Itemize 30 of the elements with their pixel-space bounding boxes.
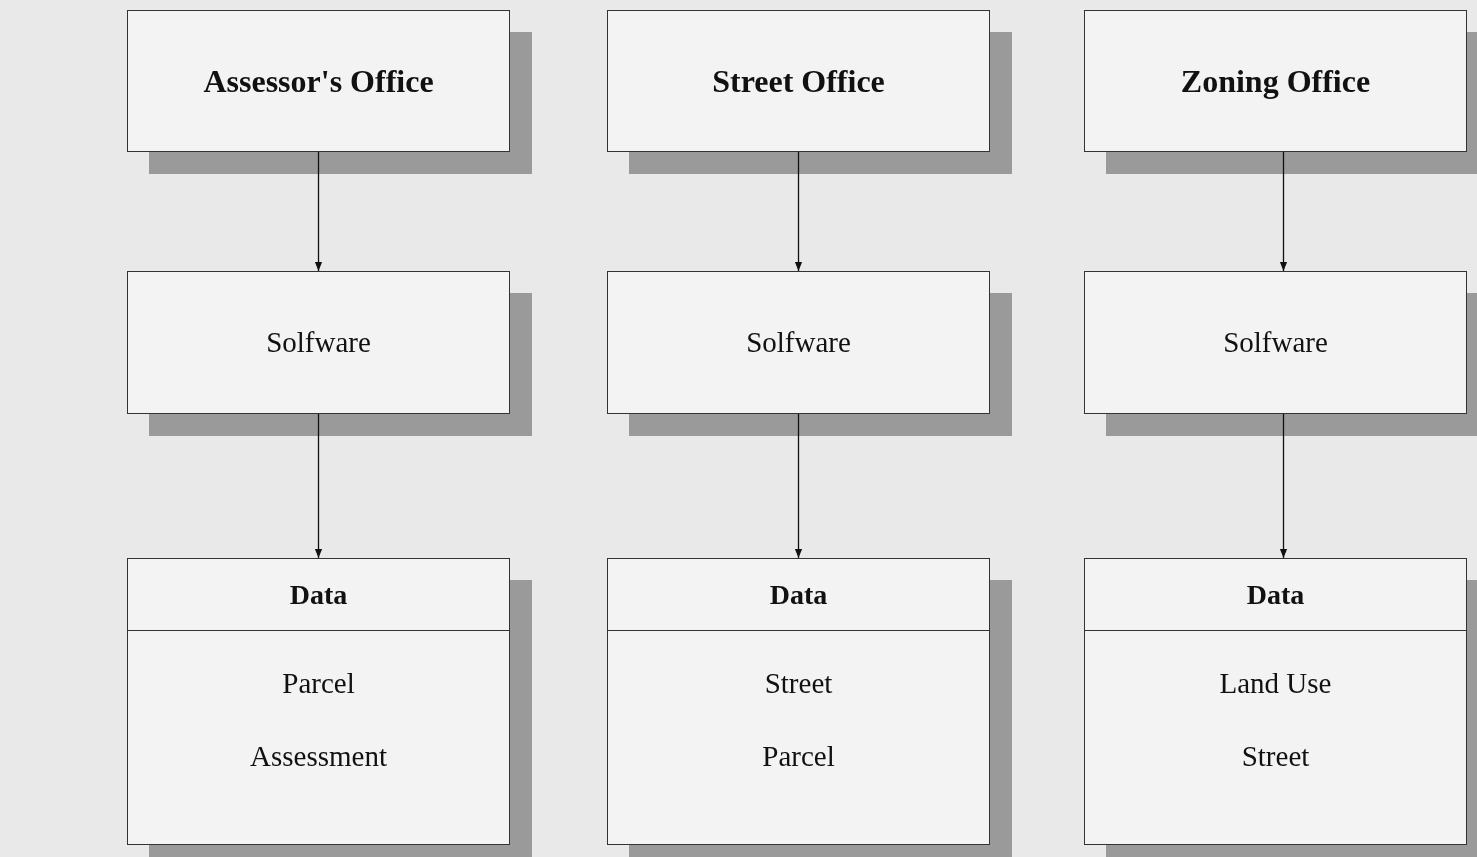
process-box xyxy=(607,10,990,152)
office-title: Street Office xyxy=(711,62,886,100)
table-entry: Street xyxy=(1241,740,1310,773)
arrow xyxy=(794,413,803,559)
process-box xyxy=(127,271,510,414)
box-label: Solfware xyxy=(1223,326,1328,359)
office-title: Zoning Office xyxy=(1179,62,1372,100)
arrow xyxy=(794,151,803,272)
data-table-box xyxy=(127,558,510,845)
process-box xyxy=(127,10,510,152)
box-label: Solfware xyxy=(746,326,851,359)
table-entry: Land Use xyxy=(1219,667,1332,700)
table-entry: Assessment xyxy=(250,740,387,773)
table-heading: Data xyxy=(769,578,828,611)
arrow xyxy=(314,151,323,272)
table-entry: Street xyxy=(764,667,833,700)
table-heading: Data xyxy=(1246,578,1305,611)
office-title: Assessor's Office xyxy=(202,62,435,100)
process-box xyxy=(607,271,990,414)
process-box xyxy=(1084,271,1467,414)
box-label: Solfware xyxy=(266,326,371,359)
arrow xyxy=(314,413,323,559)
data-table-box xyxy=(607,558,990,845)
table-entry: Parcel xyxy=(762,740,835,773)
table-heading: Data xyxy=(289,578,348,611)
data-table-box xyxy=(1084,558,1467,845)
arrow xyxy=(1279,413,1288,559)
process-box xyxy=(1084,10,1467,152)
table-entry: Parcel xyxy=(282,667,355,700)
arrow xyxy=(1279,151,1288,272)
